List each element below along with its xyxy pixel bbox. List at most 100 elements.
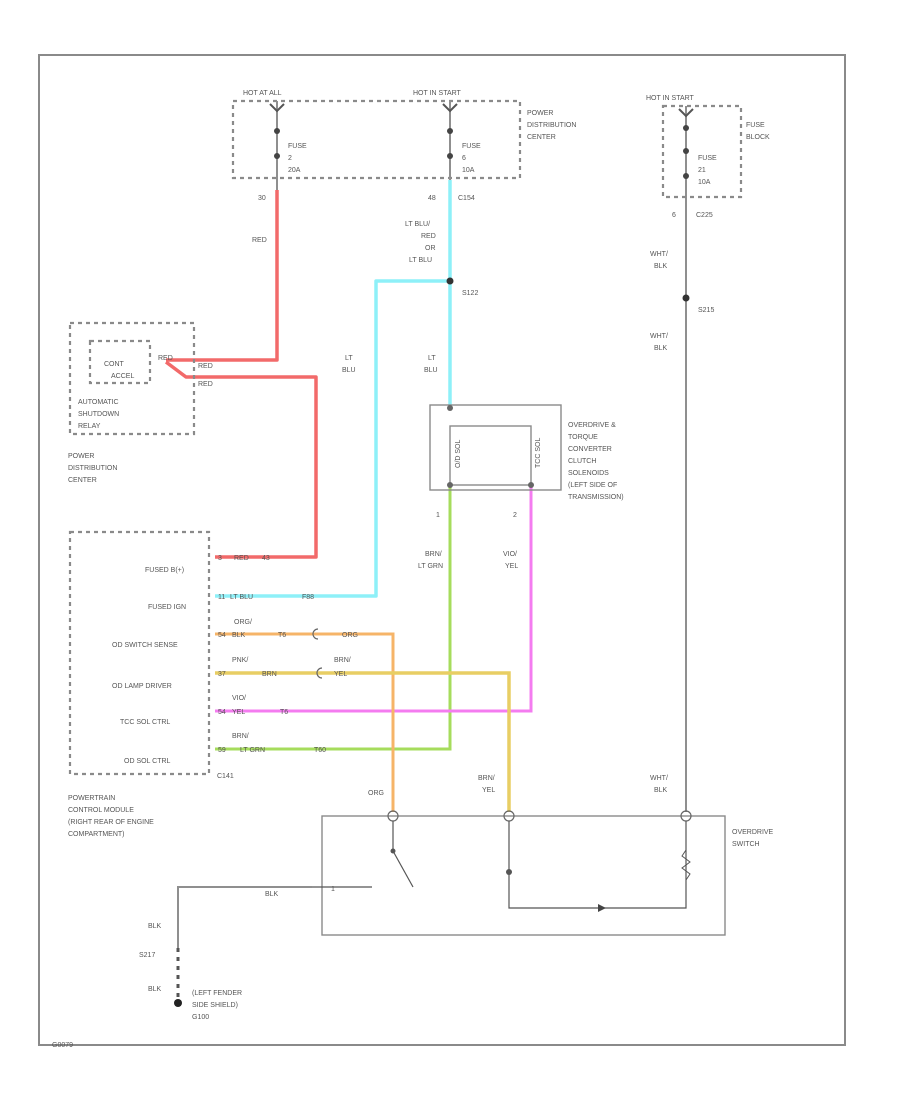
ltblu-stack-4: LT BLU xyxy=(409,257,432,264)
fb-fuse-line2: 21 xyxy=(698,167,706,174)
od-switch-contact xyxy=(390,848,396,854)
pcm-row-5-pin: 59 xyxy=(218,747,226,754)
splice-s122-dot xyxy=(446,277,454,285)
pcm-conn: C141 xyxy=(217,773,234,780)
fuse-6 xyxy=(442,101,458,180)
wire-vio-yel xyxy=(215,485,533,713)
pcm-row-5-label: OD SOL CTRL xyxy=(124,758,171,765)
wht-blk-bot-2: BLK xyxy=(654,787,668,794)
fuse-a-line2: 2 xyxy=(288,155,292,162)
fuse-b-line3: 10A xyxy=(462,167,475,174)
pcm-row-1-wire: LT BLU xyxy=(230,594,253,601)
od-switch-box xyxy=(321,815,726,936)
pcm-row-3-connector xyxy=(316,667,323,679)
ltblu-stack-3: OR xyxy=(425,245,436,252)
asd-cont: CONT xyxy=(104,361,125,368)
brn-ltgrn-2: LT GRN xyxy=(418,563,443,570)
splice-s122: S122 xyxy=(462,290,478,297)
wire-label-red-top: RED xyxy=(252,237,267,244)
pdc-fuse-box xyxy=(231,99,522,180)
solenoid-term-1 xyxy=(447,482,453,488)
solenoid-inner xyxy=(449,425,532,486)
pcm-label-4: COMPARTMENT) xyxy=(68,831,125,838)
od-switch-internal xyxy=(312,821,691,909)
od-switch-arrow xyxy=(598,904,606,912)
label-hot-in-start-pdc: HOT IN START xyxy=(413,90,462,97)
sol-label-7: TRANSMISSION) xyxy=(568,494,624,501)
brn-yel-2: YEL xyxy=(482,787,495,794)
conn-c154: C154 xyxy=(458,195,475,202)
od-switch-contact-num: 1 xyxy=(331,886,335,893)
pdc-label-1: POWER xyxy=(527,110,553,117)
lt-blu-left-2: BLU xyxy=(342,367,356,374)
pdc-label-2: DISTRIBUTION xyxy=(527,122,576,129)
pcm-row-4-label: TCC SOL CTRL xyxy=(120,719,170,726)
wire-blk-bottom: BLK xyxy=(148,986,162,993)
pcm-row-1-pin: 11 xyxy=(218,594,225,601)
fb-label-2: BLOCK xyxy=(746,134,770,141)
asd-label-1: AUTOMATIC xyxy=(78,399,119,406)
sol-pin-2: 2 xyxy=(513,512,517,519)
pin-30: 30 xyxy=(258,195,266,202)
asd-red-3: RED xyxy=(198,381,213,388)
sol-label-1: OVERDRIVE & xyxy=(568,422,616,429)
pcm-row-5-wire: LT GRN xyxy=(240,747,265,754)
pcm-box xyxy=(68,530,211,776)
pcm-row-5-extra: T60 xyxy=(314,747,326,754)
fuse-block-box xyxy=(661,104,743,199)
od-sol-text: O/D SOL xyxy=(455,439,462,468)
pcm-row-3-label: OD LAMP DRIVER xyxy=(112,683,172,690)
label-hot-at-all: HOT AT ALL xyxy=(243,90,282,97)
brn-ltgrn-1: BRN/ xyxy=(425,551,442,558)
pcm-row-4-pin: 54 xyxy=(218,709,226,716)
solenoid-outer xyxy=(429,404,562,491)
asd-pdc-3: CENTER xyxy=(68,477,97,484)
pcm-row-2-above: ORG/ xyxy=(234,619,252,626)
asd-red-1: RED xyxy=(158,355,173,362)
pin-6: 6 xyxy=(672,212,676,219)
vio-yel-2: YEL xyxy=(505,563,518,570)
brn-yel-1: BRN/ xyxy=(478,775,495,782)
fb-fuse-line1: FUSE xyxy=(698,155,717,162)
sol-label-3: CONVERTER xyxy=(568,446,612,453)
wire-label-org: ORG xyxy=(368,790,384,797)
pcm-row-2-wire: BLK xyxy=(232,632,246,639)
asd-pdc-2: DISTRIBUTION xyxy=(68,465,117,472)
label-hot-in-start-fb: HOT IN START xyxy=(646,95,695,102)
fuse-a-line3: 20A xyxy=(288,167,301,174)
fuse-a-line1: FUSE xyxy=(288,143,307,150)
pcm-row-1-label: FUSED IGN xyxy=(148,604,186,611)
asd-pdc-1: POWER xyxy=(68,453,94,460)
wire-brn-lt-grn xyxy=(215,485,452,751)
splice-s215: S215 xyxy=(698,307,714,314)
fuse-21 xyxy=(678,106,694,190)
fuse-2 xyxy=(269,101,285,190)
tcc-sol-text: TCC SOL xyxy=(535,438,542,468)
asd-relay-box xyxy=(68,321,196,436)
solenoid-term-2 xyxy=(528,482,534,488)
footer-code: G0079 xyxy=(52,1042,73,1049)
wht-blk-top-2: BLK xyxy=(654,263,668,270)
pcm-label-3: (RIGHT REAR OF ENGINE xyxy=(68,819,154,826)
sol-label-6: (LEFT SIDE OF xyxy=(568,482,617,489)
asd-label-3: RELAY xyxy=(78,423,101,430)
od-switch-label-1: OVERDRIVE xyxy=(732,829,774,836)
pcm-row-2-label: OD SWITCH SENSE xyxy=(112,642,178,649)
wire-s217: S217 xyxy=(139,952,155,959)
solenoid-term-top xyxy=(447,405,453,411)
wire-lt-blu xyxy=(215,180,452,598)
wire-red xyxy=(164,190,318,559)
pcm-row-0-label: FUSED B(+) xyxy=(145,567,184,574)
pcm-row-2-connector xyxy=(312,628,319,640)
ground-label-2: SIDE SHIELD) xyxy=(192,1002,238,1009)
pcm-label-2: CONTROL MODULE xyxy=(68,807,134,814)
wht-blk-mid-2: BLK xyxy=(654,345,668,352)
wht-blk-bot-1: WHT/ xyxy=(650,775,668,782)
vio-yel-1: VIO/ xyxy=(503,551,517,558)
pcm-row-0-pin: 3 xyxy=(218,555,222,562)
fuse-b-line1: FUSE xyxy=(462,143,481,150)
lt-blu-right-1: LT xyxy=(428,355,436,362)
pcm-row-3-mid-above: BRN/ xyxy=(334,657,351,664)
conn-c225: C225 xyxy=(696,212,713,219)
